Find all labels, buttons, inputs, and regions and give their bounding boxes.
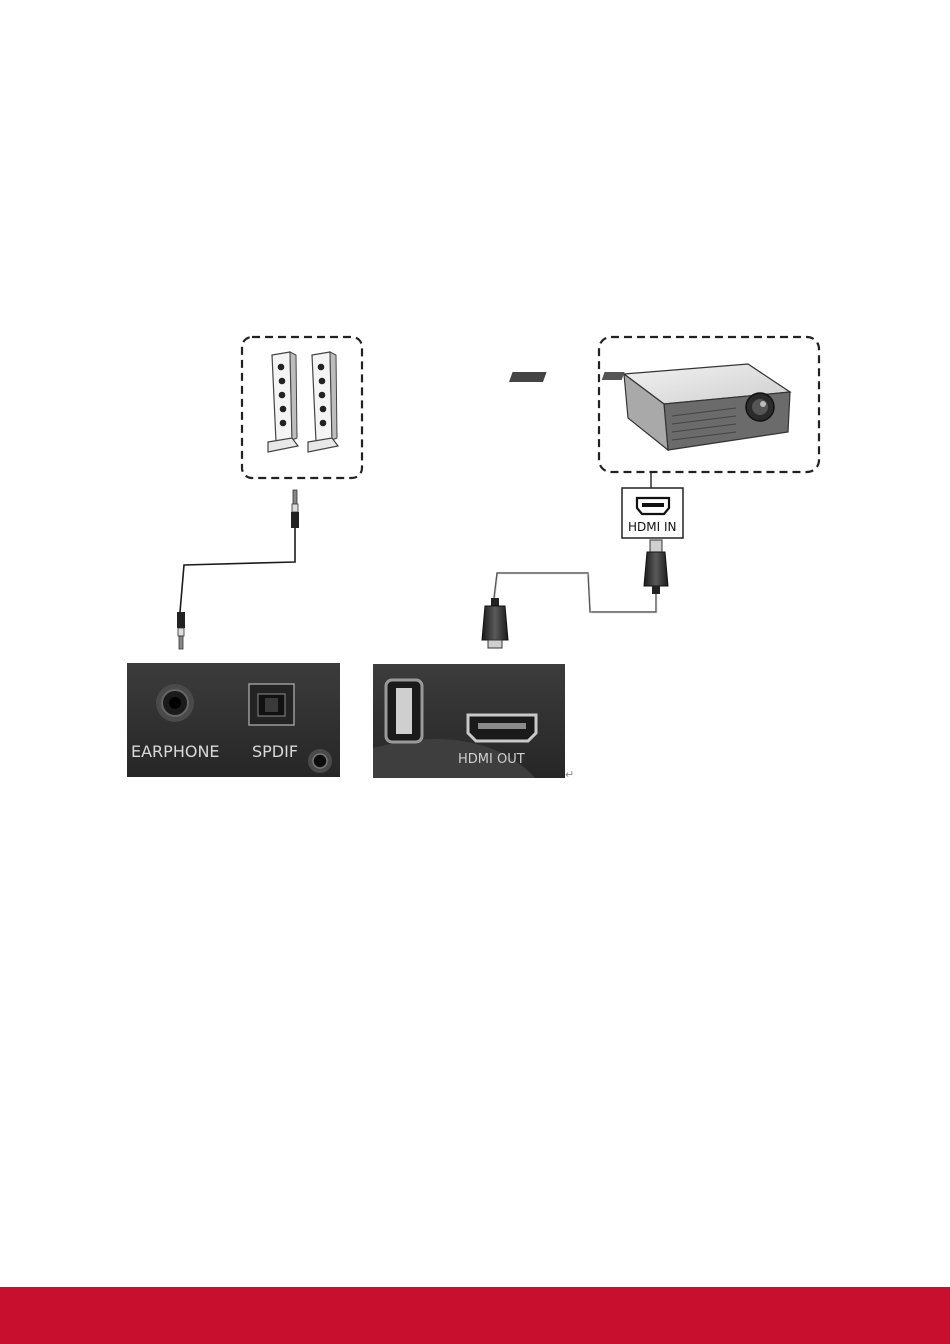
speakers-box [242, 337, 362, 478]
spdif-label: SPDIF [252, 742, 298, 761]
hdmi-cable [482, 540, 668, 648]
video-ports-panel: HDMI OUT [373, 664, 565, 778]
hdmi-plug-icon [482, 598, 508, 648]
earphone-label: EARPHONE [131, 742, 220, 761]
hdmi-in-label: HDMI IN [628, 520, 677, 534]
hdmi-port-icon [637, 498, 669, 514]
earphone-port [156, 684, 194, 722]
audio-jack-plug-icon [177, 612, 185, 649]
audio-jack-plug-icon [291, 490, 299, 528]
return-mark: ↵ [565, 768, 574, 781]
hdmi-in-port: HDMI IN [622, 488, 683, 538]
hdmi-plug-icon [644, 540, 668, 594]
audio-ports-panel: EARPHONE SPDIF [127, 663, 340, 777]
usb-port [386, 680, 422, 742]
hdmi-out-label: HDMI OUT [458, 752, 525, 767]
footer-bar [0, 1287, 950, 1344]
coax-port [308, 749, 332, 773]
projector-box [509, 337, 819, 472]
speakers-icon [268, 352, 338, 452]
hdmi-out-port [468, 715, 536, 741]
projector-icon [509, 364, 790, 450]
spdif-port [249, 684, 294, 725]
audio-cable [177, 490, 299, 649]
